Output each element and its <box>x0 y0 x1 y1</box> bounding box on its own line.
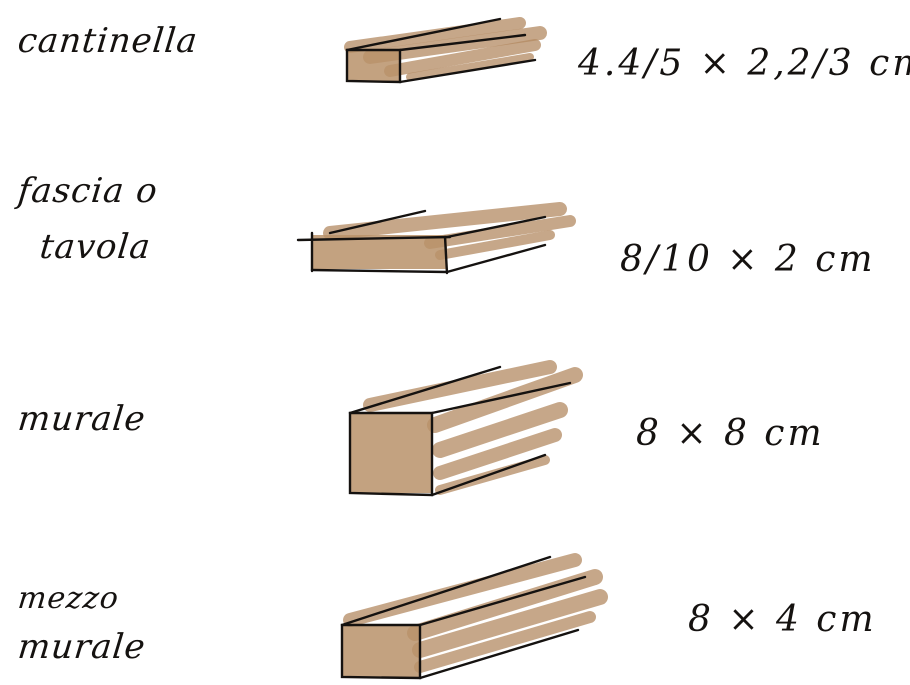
beam-dimensions: 8 × 8 cm <box>636 414 825 454</box>
beam-name-line-2: tavola <box>38 228 153 266</box>
beam-dimensions: 4.4/5 × 2,2/3 cm <box>578 44 910 84</box>
plank-sketch-icon <box>290 195 580 285</box>
thin-batten-sketch-icon <box>330 5 560 95</box>
beam-name: cantinella <box>16 22 200 60</box>
beam-dimensions: 8/10 × 2 cm <box>620 240 876 280</box>
beam-name-line-2: murale <box>16 628 148 666</box>
square-beam-sketch-icon <box>340 355 590 515</box>
half-beam-sketch-icon <box>320 545 610 685</box>
beam-dimensions: 8 × 4 cm <box>688 600 877 640</box>
beam-name-line-1: mezzo <box>16 580 121 618</box>
beam-name: murale <box>16 400 148 438</box>
beam-name-line-1: fascia o <box>16 172 160 210</box>
